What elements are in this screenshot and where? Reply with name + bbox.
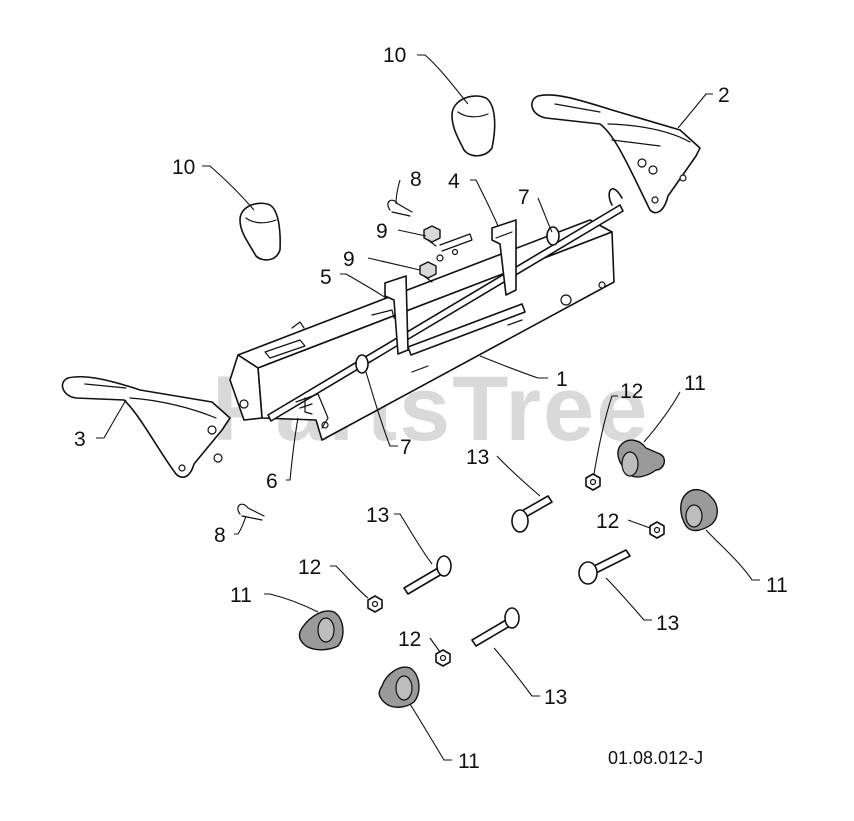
part-9-bolt[interactable] xyxy=(419,261,437,283)
part-12-nut[interactable] xyxy=(367,595,383,613)
part-13-bolt[interactable] xyxy=(578,549,631,585)
part-11-knob[interactable] xyxy=(298,610,344,651)
callout-label: 8 xyxy=(410,168,422,191)
part-8-clip[interactable] xyxy=(387,199,413,217)
part-4-bracket[interactable] xyxy=(491,219,517,296)
part-7-rod[interactable] xyxy=(267,188,624,422)
part-5-bracket[interactable] xyxy=(371,275,409,355)
drawing-number: 01.08.012-J xyxy=(608,748,703,768)
callout-label: 9 xyxy=(343,248,355,271)
part-13-bolt[interactable] xyxy=(511,495,553,533)
part-11-knob[interactable] xyxy=(617,439,666,478)
part-11-knob[interactable] xyxy=(378,666,420,708)
part-8-clip[interactable] xyxy=(237,503,265,521)
part-10-grip[interactable] xyxy=(239,202,281,261)
callout-label: 12 xyxy=(298,556,321,579)
part-13-bolt[interactable] xyxy=(471,607,520,647)
callout-label: 3 xyxy=(74,428,86,451)
callout-label: 11 xyxy=(230,584,252,607)
part-13-bolt[interactable] xyxy=(403,555,452,595)
part-2-handle[interactable] xyxy=(531,94,701,214)
callout-label: 13 xyxy=(366,504,389,527)
part-1-frame[interactable] xyxy=(229,219,615,441)
callout-label: 9 xyxy=(376,220,388,243)
callout-label: 11 xyxy=(766,574,788,597)
callout-label: 2 xyxy=(718,84,730,107)
callout-label: 12 xyxy=(398,628,421,651)
callouts: 10 2 10 8 4 7 9 9 5 1 12 11 3 7 13 6 13 … xyxy=(74,44,788,773)
callout-label: 5 xyxy=(320,266,332,289)
part-12-nut[interactable] xyxy=(585,473,601,491)
callout-label: 13 xyxy=(544,686,567,709)
callout-label: 8 xyxy=(214,524,226,547)
callout-label: 10 xyxy=(172,156,195,179)
callout-label: 7 xyxy=(400,436,412,459)
callout-label: 4 xyxy=(448,170,460,193)
part-12-nut[interactable] xyxy=(435,649,451,667)
callout-label: 1 xyxy=(556,368,568,391)
callout-label: 13 xyxy=(466,446,489,469)
callout-label: 11 xyxy=(458,750,480,773)
callout-label: 12 xyxy=(620,380,643,403)
part-9-bolt[interactable] xyxy=(423,225,441,247)
callout-label: 12 xyxy=(596,510,619,533)
callout-label: 7 xyxy=(518,186,530,209)
callout-label: 10 xyxy=(383,44,406,67)
part-10-grip[interactable] xyxy=(451,95,496,157)
part-3-handle[interactable] xyxy=(61,375,231,478)
callout-label: 11 xyxy=(684,372,706,395)
part-12-nut[interactable] xyxy=(649,521,665,539)
part-6-spring[interactable] xyxy=(295,393,329,429)
callout-label: 13 xyxy=(656,612,679,635)
callout-label: 6 xyxy=(266,470,278,493)
part-11-knob[interactable] xyxy=(680,488,718,532)
leader-lines xyxy=(96,54,760,761)
